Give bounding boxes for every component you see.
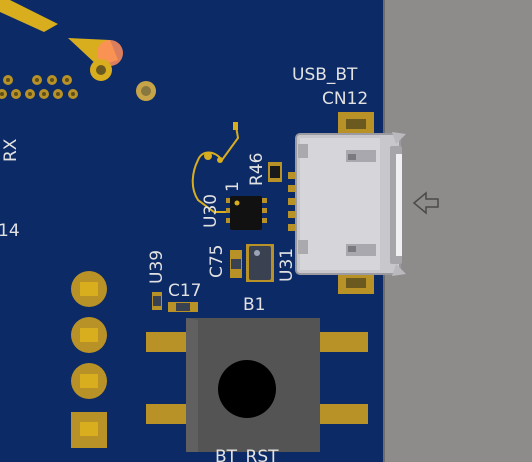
header-pad-2[interactable] (71, 317, 107, 353)
via-large-hole (96, 65, 106, 75)
enclosure-area (384, 0, 532, 462)
capacitor-c17[interactable] (168, 302, 198, 312)
resistor-r46[interactable] (268, 162, 282, 182)
silkscreen-label-bt-rst: BT_RST (215, 447, 279, 462)
silkscreen-label-u30: U30 (201, 194, 221, 228)
usb-connector-cn12[interactable] (295, 132, 406, 276)
trace-endpoint (233, 122, 238, 130)
component-u39[interactable] (152, 292, 162, 310)
ic-u31[interactable] (246, 244, 274, 282)
left-arrow-icon (412, 191, 439, 215)
ic-u30[interactable] (226, 196, 267, 230)
button-cap[interactable] (218, 360, 276, 418)
header-pad-4-square[interactable] (71, 412, 107, 448)
silkscreen-label-cn12: CN12 (322, 89, 368, 109)
copper-pour-top-left (0, 0, 58, 32)
silkscreen-label-u39: U39 (147, 250, 167, 284)
mounting-via-hole (141, 86, 151, 96)
silkscreen-label-usb-bt: USB_BT (292, 65, 358, 85)
silkscreen-label-b1: B1 (243, 295, 265, 315)
silkscreen-label-r46: R46 (247, 153, 267, 186)
reset-button-b1[interactable] (186, 318, 320, 452)
trace-via-2 (217, 157, 223, 163)
header-via-holes (0, 78, 75, 96)
header-pad-1[interactable] (71, 271, 107, 307)
connector-pad-bottom-hole (346, 278, 366, 288)
header-pad-3[interactable] (71, 363, 107, 399)
connector-signal-pads (288, 172, 298, 231)
capacitor-c75[interactable] (230, 250, 242, 278)
silkscreen-label-c75: C75 (207, 244, 227, 278)
copper-trace-loop (191, 125, 240, 213)
silkscreen-label-rx: RX (1, 138, 21, 162)
trace-via-1 (204, 152, 212, 160)
silkscreen-label-u31: U31 (277, 248, 297, 282)
silkscreen-label-pin1: 1 (223, 181, 243, 192)
silkscreen-label-c17: C17 (168, 281, 202, 301)
button-b1-pads (146, 332, 368, 424)
connector-pad-top-hole (346, 119, 366, 129)
silkscreen-label-14: 14 (0, 221, 20, 241)
